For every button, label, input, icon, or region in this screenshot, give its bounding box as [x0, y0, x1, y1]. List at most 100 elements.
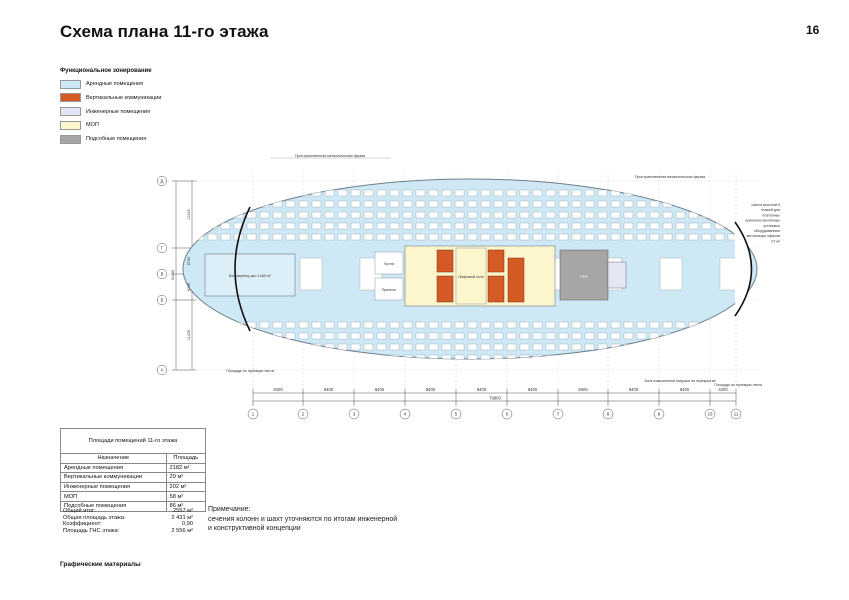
shaft-note: поэтапных	[762, 213, 780, 217]
desk	[467, 200, 478, 208]
span-dimension: 8400	[375, 387, 385, 392]
desk	[480, 343, 491, 351]
desk	[441, 211, 452, 219]
desk	[415, 233, 426, 241]
desk	[714, 343, 725, 351]
desk	[701, 189, 712, 197]
desk	[324, 332, 335, 340]
legend-swatch	[60, 120, 81, 130]
desk	[506, 189, 517, 197]
axis-number: 4	[404, 412, 407, 417]
desk	[324, 354, 335, 359]
shaft-note: вентиляции офисов	[747, 234, 780, 238]
vertical-communication	[436, 275, 454, 303]
desk	[298, 222, 309, 230]
desk	[493, 354, 504, 359]
desk	[623, 200, 634, 208]
axis-number: 6	[506, 412, 509, 417]
desk	[714, 200, 725, 208]
vertical-dimension: 6700	[187, 283, 191, 291]
legend: Функциональное зонирование Арендные поме…	[60, 68, 161, 148]
desk	[194, 211, 205, 219]
axis-number-bubble	[501, 408, 513, 420]
desk	[701, 332, 712, 340]
desk	[532, 189, 543, 197]
desk	[545, 200, 556, 208]
footer: Графические материалы	[60, 561, 141, 568]
desk	[324, 211, 335, 219]
desk	[558, 332, 569, 340]
desk	[688, 189, 699, 197]
legend-label: МОП	[86, 122, 99, 129]
desk	[259, 321, 270, 329]
summary-value: 2557 м²	[172, 508, 193, 514]
desk	[207, 233, 218, 241]
desk	[532, 222, 543, 230]
desk	[532, 343, 543, 351]
desk	[415, 321, 426, 329]
elevator-hall	[455, 247, 487, 305]
desk	[363, 332, 374, 340]
desk	[506, 222, 517, 230]
axis-letter-bubble	[156, 268, 168, 280]
room-label: ПУИ	[580, 275, 588, 279]
desk	[662, 321, 673, 329]
desk	[298, 211, 309, 219]
axis-number: 3	[353, 412, 356, 417]
desk	[688, 200, 699, 208]
desk	[272, 343, 283, 351]
desk	[350, 343, 361, 351]
desk	[571, 211, 582, 219]
total-length: 79800	[489, 396, 501, 401]
desk	[571, 332, 582, 340]
desk	[194, 354, 205, 359]
desk	[532, 200, 543, 208]
area-value: 29 м²	[165, 472, 207, 483]
desk	[311, 222, 322, 230]
desk	[467, 233, 478, 241]
desk	[454, 200, 465, 208]
note-title: Примечание:	[208, 506, 251, 513]
desk	[402, 233, 413, 241]
room-label: Прачечн.	[381, 288, 396, 292]
desk	[506, 343, 517, 351]
desk	[714, 233, 725, 241]
desk	[701, 343, 712, 351]
desk	[610, 354, 621, 359]
desk	[363, 233, 374, 241]
desk	[636, 200, 647, 208]
axis-number: 11	[734, 412, 739, 417]
desk	[298, 233, 309, 241]
desk	[571, 354, 582, 359]
vertical-dimension: 6700	[187, 257, 191, 265]
desk	[506, 332, 517, 340]
end-cap-right	[734, 221, 753, 317]
desk	[597, 354, 608, 359]
desk	[428, 200, 439, 208]
desk	[532, 321, 543, 329]
desk	[428, 222, 439, 230]
desk	[298, 354, 309, 359]
area-value: 202 м²	[165, 481, 207, 493]
span-dimension: 8400	[324, 387, 334, 392]
room-label: Лифтовой холл	[458, 275, 484, 279]
desk	[220, 343, 231, 351]
plan-note: Площадь по проекции листа	[714, 383, 762, 387]
desk	[233, 343, 244, 351]
desk	[363, 343, 374, 351]
desk	[597, 211, 608, 219]
desk	[272, 211, 283, 219]
span-dimension: 8400	[477, 387, 487, 392]
shaft-note: криогенно-вытяжных	[745, 219, 780, 223]
desk	[571, 222, 582, 230]
desk	[259, 211, 270, 219]
desk	[246, 211, 257, 219]
desk	[610, 233, 621, 241]
desk	[662, 211, 673, 219]
desk	[298, 200, 309, 208]
desk	[662, 233, 673, 241]
desk	[740, 222, 751, 230]
desk	[441, 233, 452, 241]
desk	[636, 332, 647, 340]
desk	[493, 222, 504, 230]
